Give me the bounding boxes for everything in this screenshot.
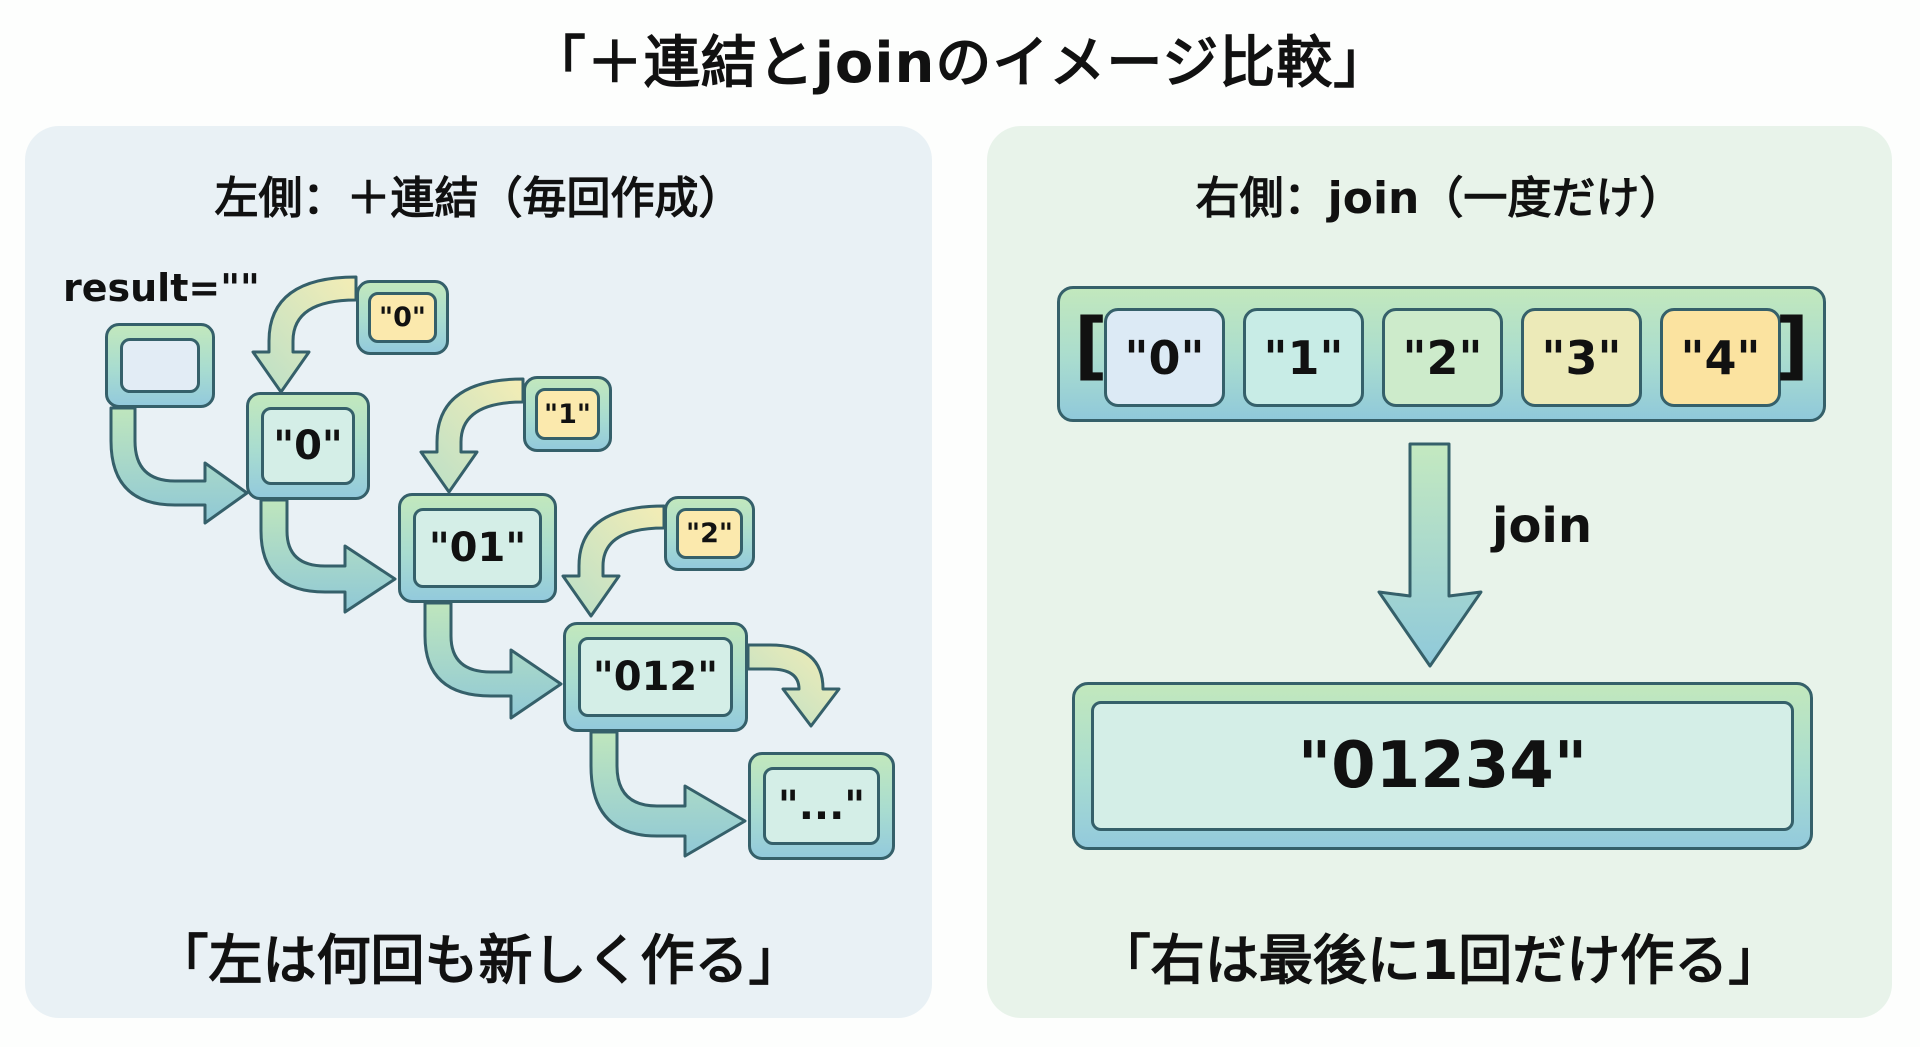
- right-panel-caption: 「右は最後に1回だけ作る」: [1096, 929, 1783, 992]
- list-item-4: "4": [1660, 308, 1781, 407]
- add-arrow-2: [561, 504, 666, 618]
- result-value-0: "0": [261, 407, 355, 485]
- added-box-0: "0": [356, 280, 449, 355]
- result-box-2: "012": [563, 622, 748, 732]
- result-value-3: "...": [763, 767, 880, 845]
- join-arrow-label: join: [1492, 498, 1593, 554]
- list-item-1: "1": [1243, 308, 1364, 407]
- list-container: [ "0" "1" "2" "3" "4" ]: [1057, 286, 1826, 422]
- added-value-2: "2": [676, 508, 743, 559]
- added-value-1: "1": [535, 388, 600, 440]
- left-panel-caption: 「左は何回も新しく作る」: [154, 929, 803, 992]
- result-value-1: "01": [413, 508, 542, 588]
- list-item-0: "0": [1104, 308, 1225, 407]
- left-panel-concat: 左側：＋連結（毎回作成） result="" "0" "0" "1": [25, 126, 932, 1018]
- carry-arrow-4: [589, 730, 747, 858]
- added-box-2: "2": [664, 496, 755, 571]
- initial-empty-box: [105, 323, 215, 408]
- page-title: 「＋連結とjoinのイメージ比較」: [529, 31, 1391, 96]
- joined-result-value: "01234": [1091, 701, 1794, 831]
- added-box-1: "1": [523, 376, 612, 452]
- add-arrow-1: [419, 377, 525, 494]
- add-arrow-0: [251, 275, 358, 394]
- list-item-3: "3": [1521, 308, 1642, 407]
- right-panel-join: 右側：join（一度だけ） [ "0" "1" "2" "3" "4" ] jo…: [987, 126, 1892, 1018]
- result-box-0: "0": [246, 392, 370, 500]
- list-item-2: "2": [1382, 308, 1503, 407]
- carry-arrow-1: [109, 406, 249, 525]
- list-close-bracket: ]: [1775, 303, 1809, 389]
- result-value-2: "012": [578, 637, 733, 717]
- left-panel-heading: 左側：＋連結（毎回作成）: [214, 173, 743, 224]
- list-open-bracket: [: [1074, 303, 1108, 389]
- join-arrow: [1377, 442, 1483, 668]
- result-box-1: "01": [398, 493, 557, 603]
- carry-arrow-2: [259, 498, 397, 614]
- result-box-3: "...": [748, 752, 895, 860]
- joined-result-box: "01234": [1072, 682, 1813, 850]
- right-panel-heading: 右側：join（一度だけ）: [1195, 173, 1684, 224]
- carry-arrow-3: [423, 601, 563, 720]
- initial-result-label: result="": [63, 266, 260, 310]
- add-arrow-3: [746, 643, 841, 728]
- added-value-0: "0": [368, 292, 437, 343]
- empty-string-value: [120, 338, 200, 393]
